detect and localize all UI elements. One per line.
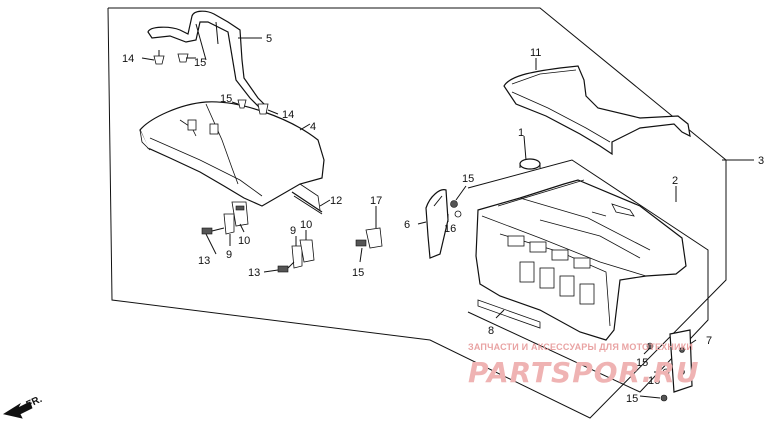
callout-14: 14 xyxy=(122,53,134,65)
callout-13: 13 xyxy=(248,267,260,279)
callout-17: 17 xyxy=(370,195,382,207)
clip-part-17 xyxy=(355,227,383,249)
watermark: ЗАПЧАСТИ И АКСЕССУАРЫ ДЛЯ МОТОТЕХНИКИ PA… xyxy=(468,342,700,389)
callout-14: 14 xyxy=(282,109,294,121)
callout-2: 2 xyxy=(672,175,678,187)
leader-lines xyxy=(141,37,754,399)
callout-15: 15 xyxy=(220,93,232,105)
callout-13: 13 xyxy=(198,255,210,267)
latch-plate-part-7 xyxy=(669,329,693,393)
bolt-part-13-right xyxy=(277,261,295,273)
clip-part-15-cowl xyxy=(237,99,247,109)
front-label: FR. xyxy=(25,394,44,411)
callout-15: 15 xyxy=(352,267,364,279)
callout-15: 15 xyxy=(626,393,638,405)
grab-rail-part-5 xyxy=(147,10,267,111)
callout-9: 9 xyxy=(290,225,296,237)
bolt-part-16-upper xyxy=(450,200,462,218)
callout-8: 8 xyxy=(488,325,494,337)
bolt-part-16-lower xyxy=(662,368,670,376)
clip-part-14-top xyxy=(153,50,165,65)
callout-1: 1 xyxy=(518,127,524,139)
storage-box-part-2 xyxy=(475,179,687,341)
callout-15: 15 xyxy=(194,57,206,69)
bracket-part-9-left xyxy=(223,213,235,235)
callout-4: 4 xyxy=(310,121,316,133)
callout-15: 15 xyxy=(636,357,648,369)
callout-16: 16 xyxy=(648,375,660,387)
bracket-part-9-right xyxy=(291,245,303,269)
seat-cowl-part-4 xyxy=(139,101,325,211)
callout-7: 7 xyxy=(706,335,712,347)
clip-part-14-cowl xyxy=(257,103,269,115)
callout-3: 3 xyxy=(758,155,764,167)
front-direction-indicator: FR. xyxy=(2,394,44,419)
watermark-brand: PARTSPOR.RU xyxy=(468,356,700,389)
callout-10: 10 xyxy=(300,219,312,231)
callout-labels: 14 15 5 15 14 4 12 10 9 13 9 10 13 17 15… xyxy=(122,33,764,405)
callout-5: 5 xyxy=(266,33,272,45)
hinge-part-6 xyxy=(425,189,449,259)
bracket-part-10-right xyxy=(299,239,315,263)
callout-12: 12 xyxy=(330,195,342,207)
callout-9: 9 xyxy=(226,249,232,261)
front-arrow-icon xyxy=(2,401,33,419)
cap-part-1 xyxy=(519,158,541,170)
bolt-part-15-lower xyxy=(646,342,668,402)
watermark-tagline: ЗАПЧАСТИ И АКСЕССУАРЫ ДЛЯ МОТОТЕХНИКИ xyxy=(468,342,693,352)
callout-15: 15 xyxy=(462,173,474,185)
bolt-part-13-left xyxy=(201,227,225,235)
callout-11: 11 xyxy=(530,47,541,59)
callout-6: 6 xyxy=(404,219,410,231)
callout-10: 10 xyxy=(238,235,250,247)
clip-part-15-top xyxy=(177,53,189,63)
strip-part-8 xyxy=(477,299,541,329)
bracket-part-10-left xyxy=(231,201,249,227)
seal-part-11 xyxy=(503,65,691,156)
rod-part-12 xyxy=(291,191,323,215)
inner-boundary xyxy=(467,159,709,393)
assembly-boundary xyxy=(107,7,727,419)
callout-16: 16 xyxy=(444,223,456,235)
